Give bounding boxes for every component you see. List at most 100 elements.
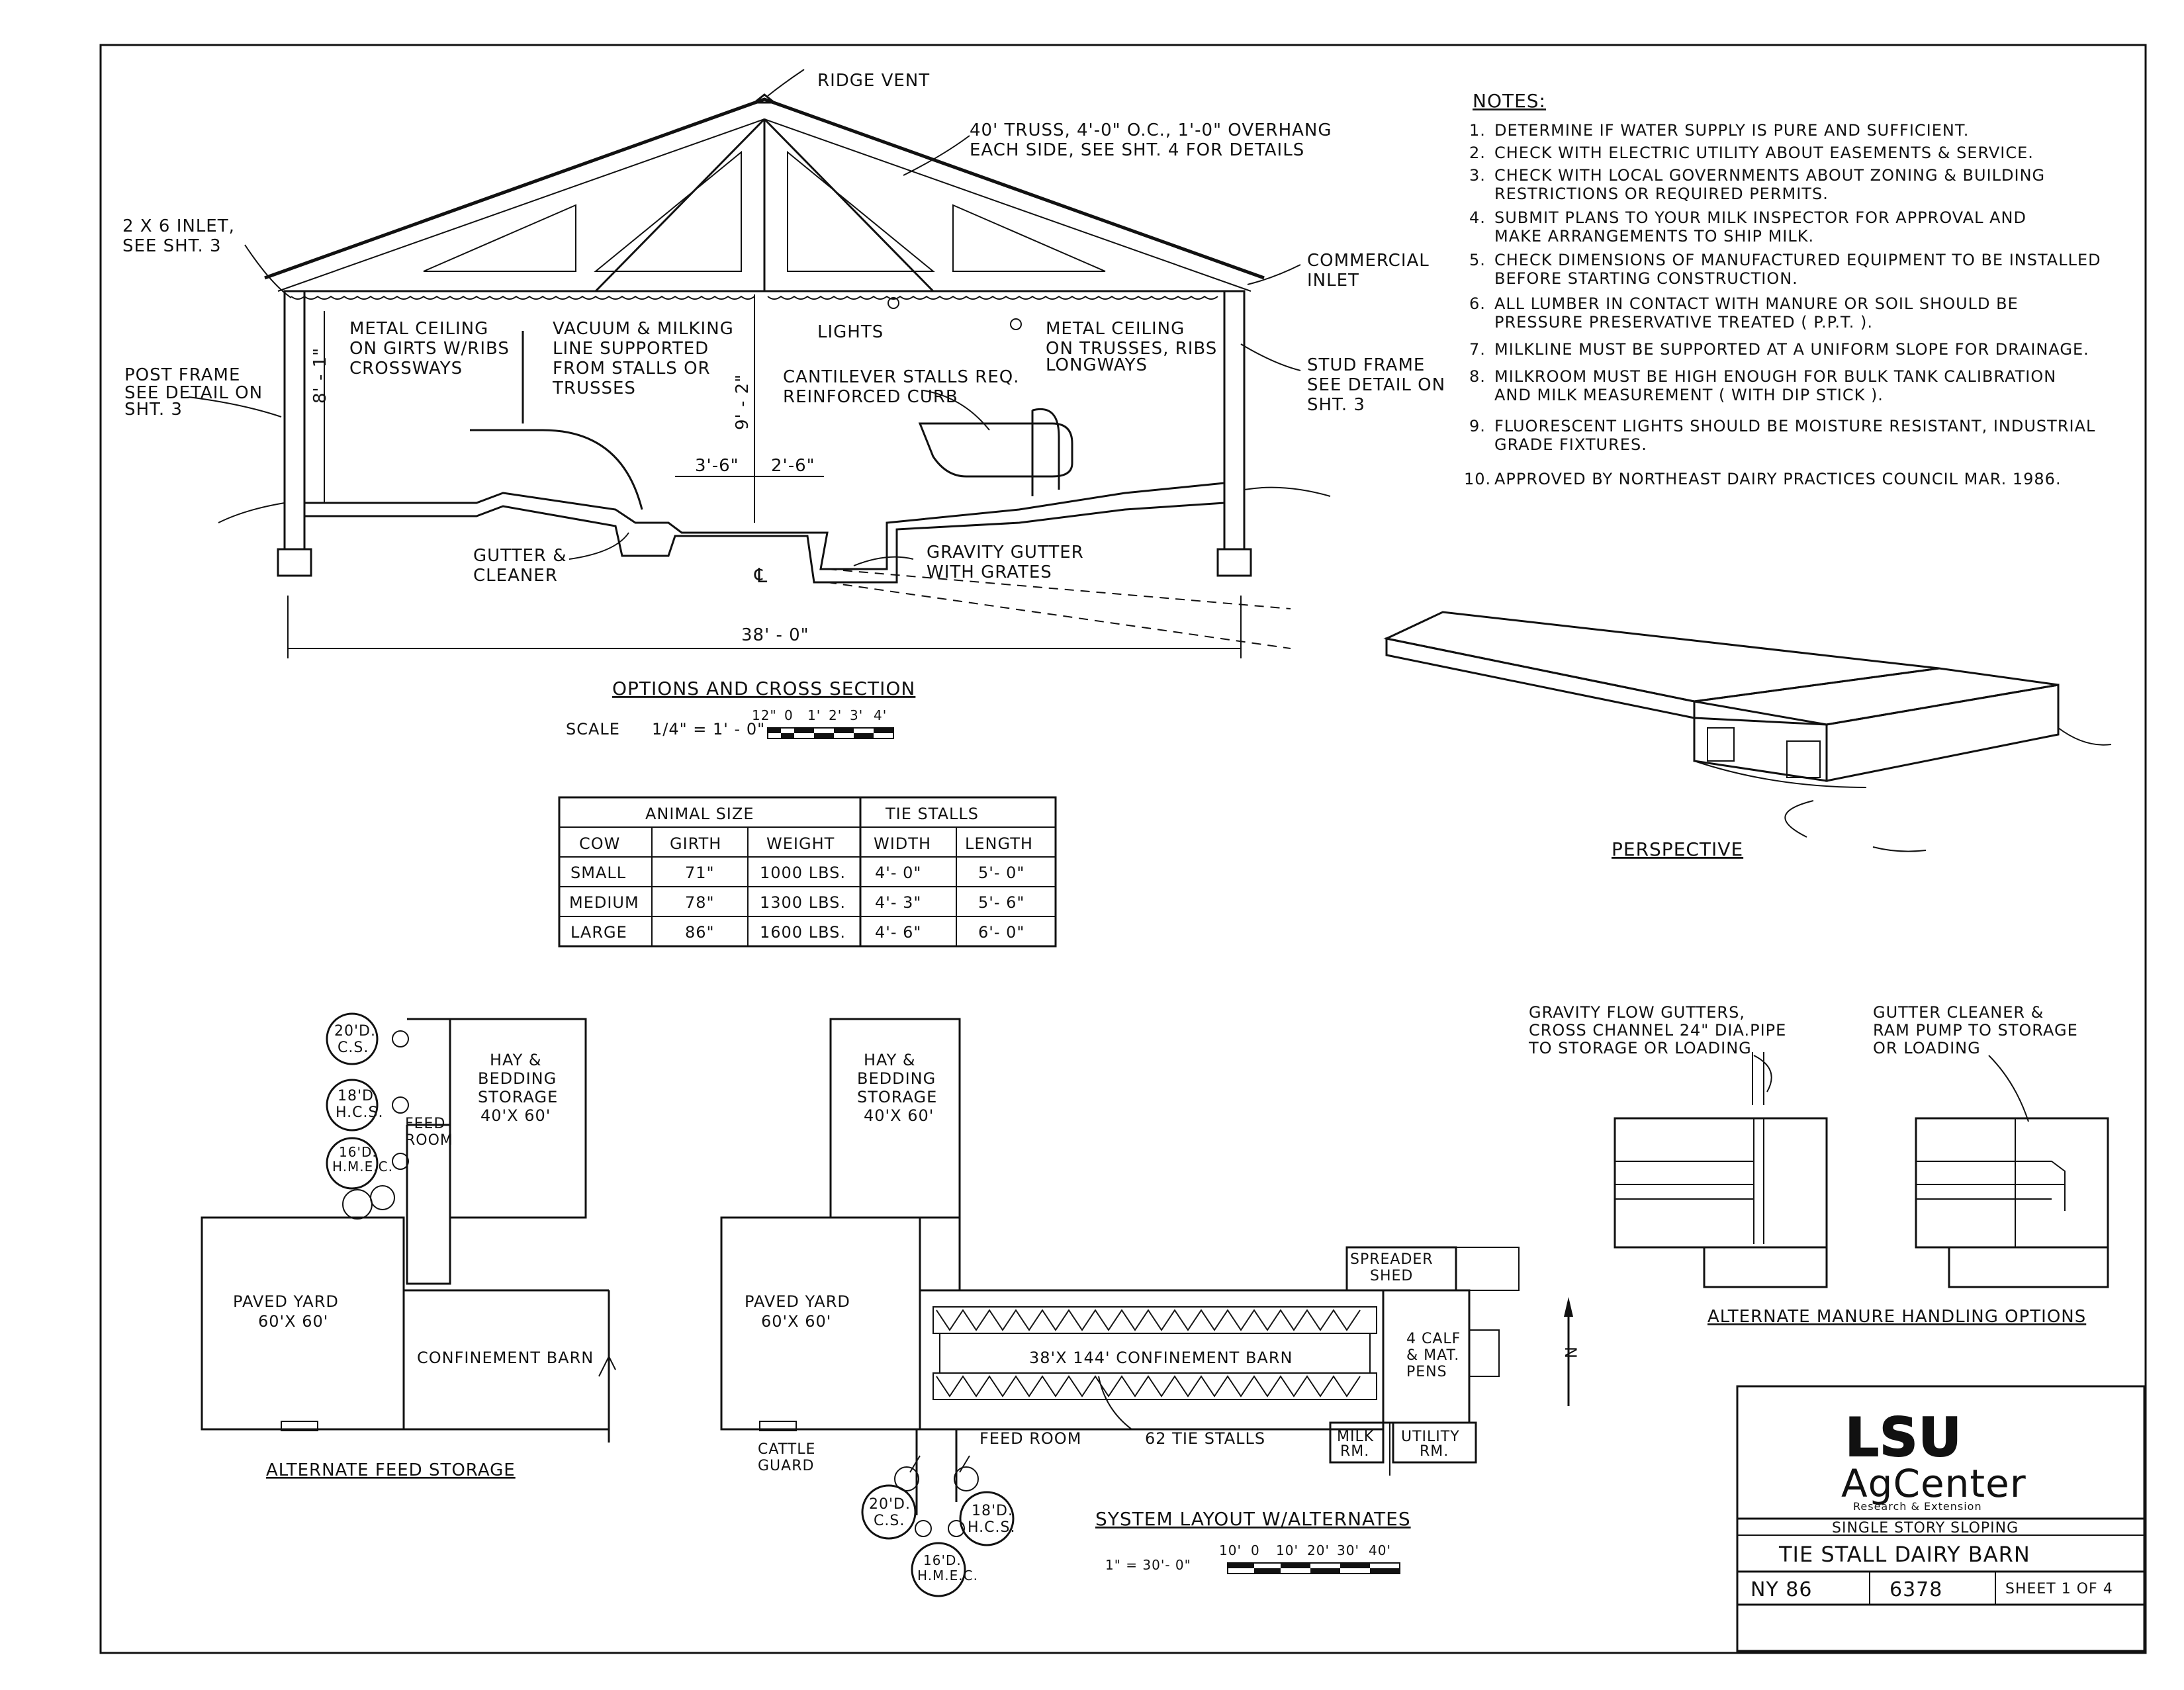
table-col-length: LENGTH (965, 834, 1033, 853)
dim-3-6: 3'-6" (695, 456, 739, 476)
sys-calf-line2: & MAT. (1406, 1347, 1459, 1364)
perspective-label: PERSPECTIVE (1612, 838, 1743, 860)
table-cell: 6'- 0" (978, 923, 1024, 942)
table-col-width: WIDTH (874, 834, 931, 853)
sys-scale-tick-3: 20' (1307, 1542, 1330, 1558)
scale-tick-4: 3' (850, 707, 863, 723)
title-sheet: SHEET 1 OF 4 (2005, 1581, 2113, 1597)
truss-note-line2: EACH SIDE, SEE SHT. 4 FOR DETAILS (970, 140, 1304, 160)
gravity-gutter-1: GRAVITY GUTTER (927, 543, 1084, 562)
system-scale-bar: 10' 0 10' 20' 30' 40' (1219, 1542, 1400, 1574)
animal-size-table: ANIMAL SIZE TIE STALLS COW GIRTH WEIGHT … (558, 796, 1057, 948)
sys-barn-label: 38'X 144' CONFINEMENT BARN (1029, 1349, 1293, 1367)
table-group-stalls: TIE STALLS (885, 805, 979, 823)
note-2-num: 2. (1469, 144, 1486, 162)
sys-scale-tick-2: 10' (1276, 1542, 1298, 1558)
sys-hay-line3: STORAGE (857, 1088, 937, 1106)
scale-tick-2: 1' (807, 707, 821, 723)
sys-scale-value: 1" = 30'- 0" (1105, 1557, 1191, 1573)
sys-hay-line4: 40'X 60' (864, 1106, 934, 1125)
table-cell: 1600 LBS. (760, 923, 846, 942)
note-8-line2: AND MILK MEASUREMENT ( WITH DIP STICK ). (1494, 386, 1884, 404)
note-5-num: 5. (1469, 251, 1486, 269)
dim-width: 38' - 0" (741, 625, 809, 645)
sys-utility-line1: UTILITY (1401, 1429, 1460, 1445)
sys-milk-line2: RM. (1340, 1443, 1369, 1460)
feed-silo2-line1: 18'D. (338, 1088, 379, 1104)
sys-scale-tick-1: 0 (1251, 1542, 1260, 1558)
sys-silo1-line2: C.S. (874, 1513, 905, 1529)
sys-calf-line1: 4 CALF (1406, 1331, 1461, 1347)
ridge-vent-label: RIDGE VENT (817, 71, 930, 91)
commercial-inlet-line2: INLET (1307, 271, 1359, 290)
cross-section-scale-bar: 12" 0 1' 2' 3' 4' (752, 707, 894, 739)
metal-ceiling-trusses-3: LONGWAYS (1046, 355, 1148, 375)
table-col-cow: COW (579, 834, 620, 853)
post-frame-1: POST FRAME (124, 365, 240, 385)
table-cell: 5'- 0" (978, 864, 1024, 882)
note-6-num: 6. (1469, 294, 1486, 313)
title-block: LSU AgCenter Research & Extension SINGLE… (1736, 1385, 2146, 1652)
perspective-drawing: PERSPECTIVE (1383, 611, 2112, 860)
title-main: TIE STALL DAIRY BARN (1778, 1542, 2030, 1567)
manure-gravity-line2: CROSS CHANNEL 24" DIA.PIPE (1529, 1021, 1786, 1040)
note-5-line2: BEFORE STARTING CONSTRUCTION. (1494, 269, 1798, 288)
scale-label: SCALE (566, 720, 620, 738)
feed-silo3-line1: 16'D. (339, 1144, 377, 1160)
feed-hay-line3: STORAGE (478, 1088, 558, 1106)
cantilever-2: REINFORCED CURB (783, 387, 958, 407)
table-group-animal: ANIMAL SIZE (645, 805, 754, 823)
note-9-line2: GRADE FIXTURES. (1494, 435, 1647, 454)
inlet-left-line1: 2 X 6 INLET, (122, 216, 235, 236)
table-cell: 4'- 6" (875, 923, 921, 942)
table-cell: 71" (685, 864, 715, 882)
table-cell: LARGE (570, 923, 627, 942)
feed-room-line2: ROOM (405, 1132, 453, 1149)
metal-ceiling-trusses-2: ON TRUSSES, RIBS (1046, 339, 1217, 359)
cross-section-title: OPTIONS AND CROSS SECTION (612, 678, 915, 699)
dim-2-6: 2'-6" (771, 456, 815, 476)
note-6-line1: ALL LUMBER IN CONTACT WITH MANURE OR SOI… (1494, 294, 2019, 313)
note-4-line2: MAKE ARRANGEMENTS TO SHIP MILK. (1494, 227, 1814, 245)
title-subtitle: SINGLE STORY SLOPING (1832, 1520, 2019, 1536)
table-cell: 86" (685, 923, 715, 942)
feed-hay-line1: HAY & (490, 1051, 542, 1069)
vacuum-line-3: FROM STALLS OR (553, 359, 711, 378)
lsu-logo (1840, 1406, 2019, 1512)
manure-cleaner-line2: RAM PUMP TO STORAGE (1873, 1021, 2078, 1040)
scale-tick-3: 2' (829, 707, 842, 723)
notes-heading: NOTES: (1473, 90, 1546, 112)
metal-ceiling-girts-3: CROSSWAYS (349, 359, 463, 378)
centerline-symbol: ℄ (754, 564, 768, 588)
system-layout: HAY & BEDDING STORAGE 40'X 60' PAVED YAR… (720, 1018, 1580, 1597)
note-9-num: 9. (1469, 417, 1486, 435)
vacuum-line-1: VACUUM & MILKING (553, 319, 734, 339)
metal-ceiling-trusses-1: METAL CEILING (1046, 319, 1185, 339)
note-4-num: 4. (1469, 208, 1486, 227)
table-cell: 4'- 0" (875, 864, 921, 882)
feed-yard-line1: PAVED YARD (233, 1292, 339, 1311)
notes: NOTES: 1. DETERMINE IF WATER SUPPLY IS P… (1464, 90, 2101, 488)
dim-height-left: 8' - 1" (310, 347, 330, 404)
sheet-border (99, 44, 2147, 1654)
note-7-num: 7. (1469, 340, 1486, 359)
gutter-cleaner-1: GUTTER & (473, 546, 567, 566)
title-drawing-no: 6378 (1889, 1578, 1942, 1601)
note-9-line1: FLUORESCENT LIGHTS SHOULD BE MOISTURE RE… (1494, 417, 2095, 435)
manure-gravity-line3: TO STORAGE OR LOADING (1528, 1039, 1752, 1057)
table-cell: SMALL (570, 864, 626, 882)
dim-height-center: 9' - 2" (733, 374, 752, 430)
title-plan-no: NY 86 (1751, 1578, 1812, 1601)
note-6-line2: PRESSURE PRESERVATIVE TREATED ( P.P.T. )… (1494, 313, 1873, 332)
inlet-left-line2: SEE SHT. 3 (122, 236, 222, 256)
logo-tag: Research & Extension (1853, 1500, 1982, 1513)
table-col-weight: WEIGHT (766, 834, 835, 853)
sys-spreader-line2: SHED (1370, 1268, 1413, 1284)
feed-room-line1: FEED (405, 1116, 445, 1132)
metal-ceiling-girts-1: METAL CEILING (349, 319, 488, 339)
feed-hay-line4: 40'X 60' (480, 1106, 551, 1125)
stud-frame-3: SHT. 3 (1307, 395, 1365, 415)
feed-silo3-line2: H.M.E.C. (332, 1159, 393, 1175)
feed-yard-line2: 60'X 60' (258, 1312, 328, 1331)
